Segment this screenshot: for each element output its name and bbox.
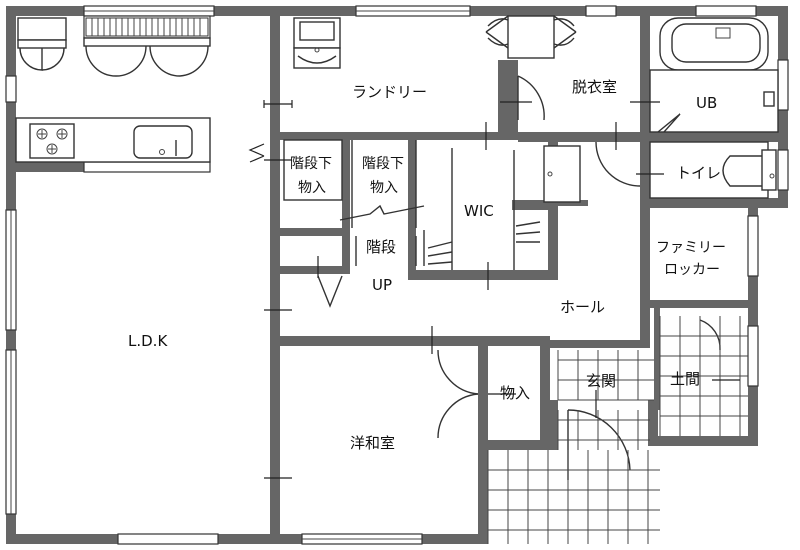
laundry-label: ランドリー — [352, 83, 427, 101]
door-arrows — [248, 100, 740, 479]
cupboard-slats — [85, 17, 209, 37]
sink-icon — [133, 125, 193, 159]
storage-label: 物入 — [500, 384, 530, 402]
kitchen — [15, 15, 211, 163]
dressing-room-label: 脱衣室 — [572, 78, 617, 96]
family-locker-label-line1: ファミリー — [656, 240, 726, 256]
doma-label: 土間 — [670, 370, 700, 388]
tile-grid — [487, 316, 748, 544]
family-locker-label-line2: ロッカー — [664, 262, 720, 278]
bathtub — [649, 17, 779, 133]
wic-label: WIC — [464, 202, 494, 220]
storage-under-stairs-2-label-line2: 物入 — [370, 180, 398, 196]
storage-under-stairs-2-label-line1: 階段下 — [362, 156, 404, 172]
hall-label: ホール — [560, 298, 605, 316]
windows — [5, 5, 789, 545]
stairs-label: 階段 — [366, 238, 396, 256]
storage-under-stairs-1-label-line1: 階段下 — [290, 156, 332, 172]
stairs — [283, 139, 581, 270]
entrance-label: 玄関 — [586, 372, 616, 390]
storage-under-stairs-1-label-line2: 物入 — [298, 180, 326, 196]
unit-bath-label: UB — [696, 94, 717, 112]
ldk-label: L.D.K — [128, 332, 168, 350]
toilet-label: トイレ — [676, 164, 721, 182]
stove-icon — [36, 128, 68, 155]
toilet-fixture — [595, 141, 777, 199]
up-label: UP — [372, 276, 392, 294]
laundry-fixtures — [293, 15, 577, 69]
room-labels: L.D.K ランドリー 脱衣室 UB トイレ 階段下 物入 階段下 物入 階段 … — [128, 78, 726, 452]
western-japanese-room-label: 洋和室 — [350, 434, 395, 452]
